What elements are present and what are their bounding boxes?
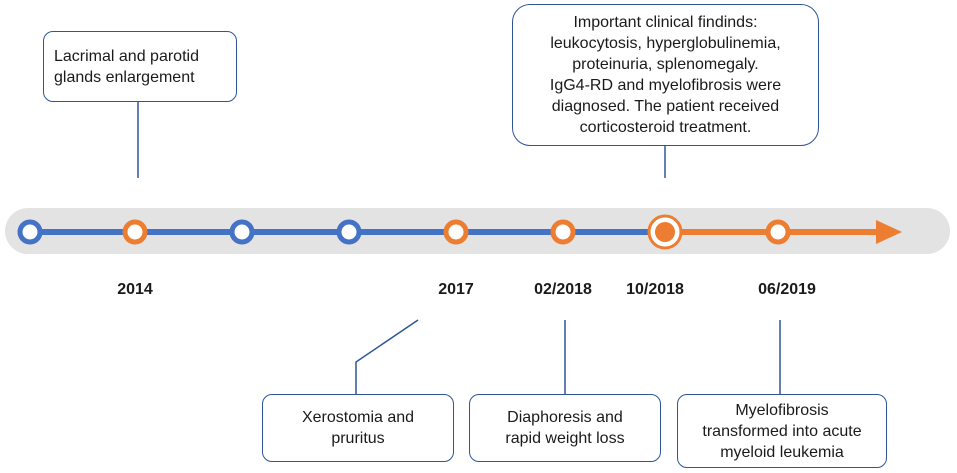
timeline-node-orange: [443, 219, 469, 245]
event-line: Diaphoresis and: [507, 409, 623, 426]
connector-xerostomia: [355, 319, 419, 394]
year-label-06-2019: 06/2019: [758, 281, 816, 298]
event-line: transformed into acute: [702, 422, 862, 440]
event-line: proteinuria, splenomegaly.: [572, 56, 759, 73]
event-box-myelofibrosis: Myelofibrosis transformed into acute mye…: [677, 394, 887, 468]
year-label-10-2018: 10/2018: [626, 281, 684, 298]
timeline-node-orange: [122, 219, 148, 245]
timeline-arrow-head: [876, 220, 902, 244]
timeline-node-blue: [336, 219, 362, 245]
event-line: rapid weight loss: [505, 430, 625, 447]
event-line: Myelofibrosis: [735, 401, 829, 419]
event-line: IgG4-RD and myelofibrosis were: [549, 77, 782, 94]
year-label-2014: 2014: [117, 281, 153, 298]
timeline-node-orange: [765, 219, 791, 245]
timeline-node-current-inner: [655, 222, 675, 242]
event-box-xerostomia: Xerostomia and pruritus: [262, 394, 454, 462]
event-line: Lacrimal and parotid: [54, 47, 199, 65]
event-line: corticosteroid treatment.: [579, 119, 752, 136]
event-line: Xerostomia and: [301, 409, 415, 426]
event-line: pruritus: [331, 430, 385, 447]
year-label-2017: 2017: [438, 281, 474, 298]
year-label-02-2018: 02/2018: [534, 281, 592, 298]
event-box-diaphoresis: Diaphoresis and rapid weight loss: [469, 394, 661, 462]
timeline-nodes: [17, 214, 791, 250]
timeline-node-blue: [229, 219, 255, 245]
event-box-lacrimal: Lacrimal and parotid glands enlargement: [43, 31, 237, 102]
event-line: diagnosed. The patient received: [551, 98, 780, 115]
event-line: myeloid leukemia: [720, 443, 844, 461]
event-line: leukocytosis, hyperglobulinemia,: [550, 35, 781, 52]
event-line: glands enlargement: [54, 68, 195, 86]
event-line: Important clinical findinds:: [573, 14, 758, 31]
event-box-clinical: Important clinical findinds: leukocytosi…: [512, 4, 819, 146]
timeline-node-blue: [17, 219, 43, 245]
timeline-node-orange: [550, 219, 576, 245]
